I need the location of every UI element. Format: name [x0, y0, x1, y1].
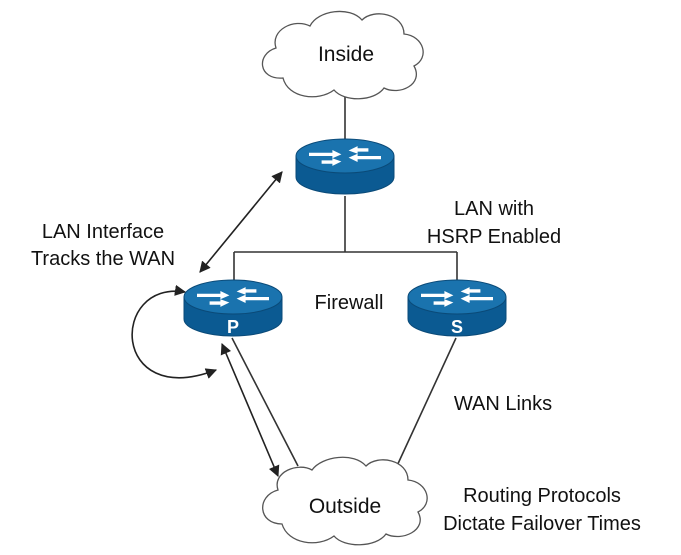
secondary-router: S [407, 279, 507, 337]
outside-cloud: Outside [262, 456, 428, 546]
primary-router-label: P [227, 317, 239, 337]
routing-protocols-label-line2: Dictate Failover Times [443, 513, 641, 535]
lan-hsrp-label-line1: LAN with [454, 198, 534, 220]
wan-links-label: WAN Links [454, 393, 552, 415]
cloud-icon [261, 10, 424, 100]
lan-interface-arrow [199, 171, 283, 273]
inside-cloud-label: Inside [318, 43, 374, 66]
secondary-router-label: S [451, 317, 463, 337]
firewall-label: Firewall [315, 292, 384, 314]
lan-hsrp-label-line2: HSRP Enabled [427, 226, 561, 248]
cloud-icon [262, 456, 428, 546]
top-router [295, 138, 395, 195]
self-tracking-loop-arrow [131, 284, 218, 379]
wan-tracking-arrow [220, 342, 280, 478]
tracking-arrows [131, 171, 283, 478]
outside-cloud-label: Outside [309, 495, 381, 518]
inside-cloud: Inside [261, 10, 424, 100]
routing-protocols-label-line1: Routing Protocols [463, 485, 621, 507]
lan-interface-label-line2: Tracks the WAN [31, 248, 175, 270]
lan-interface-label-line1: LAN Interface [42, 221, 164, 243]
primary-router: P [183, 279, 283, 337]
secondary-wan-link [395, 337, 457, 469]
